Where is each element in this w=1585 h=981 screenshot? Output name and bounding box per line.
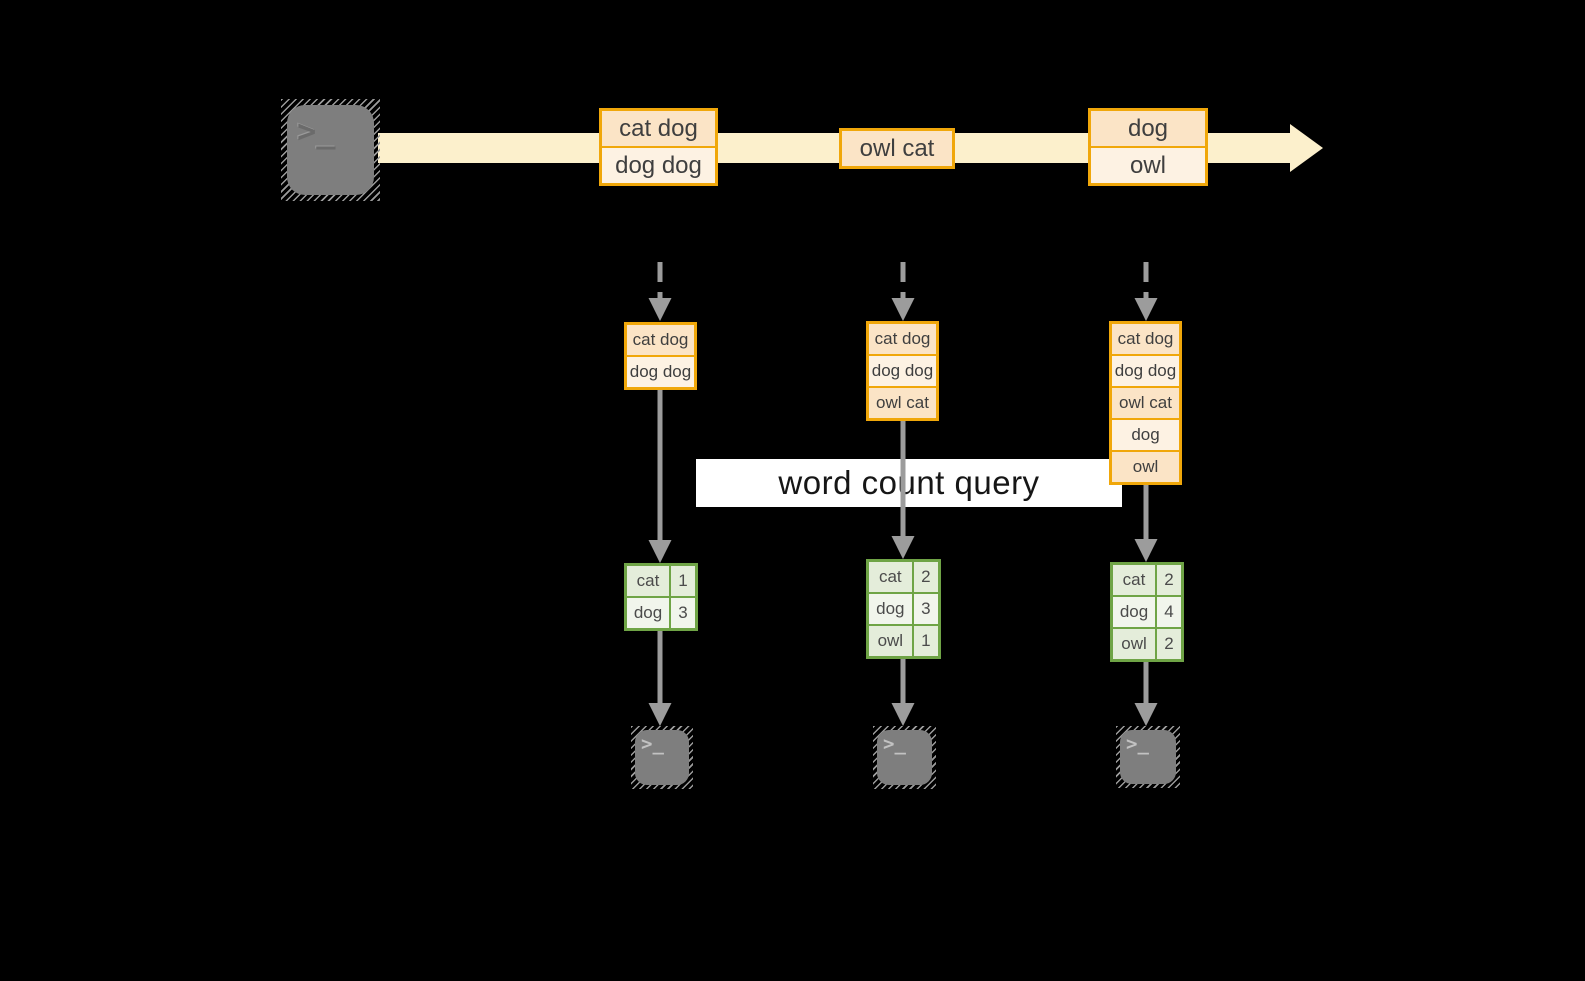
word-cell: cat [869, 562, 914, 592]
word-cell: dog [627, 598, 671, 628]
table-row: dog 3 [869, 592, 938, 624]
terminal-body [877, 730, 932, 785]
stream-line: owl cat [842, 131, 952, 166]
terminal-body [287, 105, 374, 195]
stream-batch-1: cat dog dog dog [599, 108, 718, 186]
word-cell: dog [869, 594, 914, 624]
stream-line: dog [1091, 111, 1205, 146]
sink-terminal-icon-1: >_ [631, 726, 693, 789]
word-cell: cat [1113, 565, 1157, 595]
stream-arrow-head [1290, 124, 1323, 172]
terminal-prompt-icon: >_ [641, 733, 664, 755]
word-cell: owl [869, 626, 914, 656]
count-cell: 4 [1164, 602, 1174, 621]
stream-batch-2: owl cat [839, 128, 955, 169]
count-cell: 1 [921, 631, 931, 650]
stack-line: cat dog [627, 325, 694, 355]
stack-line: dog dog [627, 355, 694, 387]
terminal-prompt-icon: >_ [297, 112, 336, 150]
input-stack-1: cat dog dog dog [624, 322, 697, 390]
table-row: dog 4 [1113, 595, 1181, 627]
stream-line: dog dog [602, 146, 715, 183]
stack-line: owl cat [869, 386, 936, 418]
sink-terminal-icon-2: >_ [873, 726, 936, 789]
source-terminal-icon: >_ [281, 99, 380, 201]
count-table-1: cat 1 dog 3 [624, 563, 698, 631]
table-row: owl 2 [1113, 627, 1181, 659]
stack-line: dog dog [869, 354, 936, 386]
count-table-3: cat 2 dog 4 owl 2 [1110, 562, 1184, 662]
query-label-box: word count query [696, 459, 1122, 507]
table-row: owl 1 [869, 624, 938, 656]
stack-line: cat dog [869, 324, 936, 354]
terminal-prompt-icon: >_ [1126, 733, 1149, 755]
count-cell: 3 [678, 603, 688, 622]
table-row: cat 1 [627, 566, 695, 596]
stack-line: owl [1112, 450, 1179, 482]
table-row: cat 2 [1113, 565, 1181, 595]
count-cell: 2 [1164, 634, 1174, 653]
count-cell: 3 [921, 599, 931, 618]
table-row: dog 3 [627, 596, 695, 628]
stream-line: cat dog [602, 111, 715, 146]
stream-line: owl [1091, 146, 1205, 183]
word-cell: cat [627, 566, 671, 596]
count-cell: 2 [921, 567, 931, 586]
stack-line: dog [1112, 418, 1179, 450]
stack-line: owl cat [1112, 386, 1179, 418]
stack-line: cat dog [1112, 324, 1179, 354]
count-table-2: cat 2 dog 3 owl 1 [866, 559, 941, 659]
query-label: word count query [778, 464, 1040, 501]
terminal-body [635, 730, 689, 785]
input-stack-3: cat dog dog dog owl cat dog owl [1109, 321, 1182, 485]
sink-terminal-icon-3: >_ [1116, 726, 1180, 788]
word-cell: owl [1113, 629, 1157, 659]
terminal-body [1120, 730, 1176, 784]
count-cell: 1 [678, 571, 688, 590]
count-cell: 2 [1164, 570, 1174, 589]
stack-line: dog dog [1112, 354, 1179, 386]
terminal-prompt-icon: >_ [883, 733, 906, 755]
word-cell: dog [1113, 597, 1157, 627]
stream-batch-3: dog owl [1088, 108, 1208, 186]
table-row: cat 2 [869, 562, 938, 592]
input-stack-2: cat dog dog dog owl cat [866, 321, 939, 421]
